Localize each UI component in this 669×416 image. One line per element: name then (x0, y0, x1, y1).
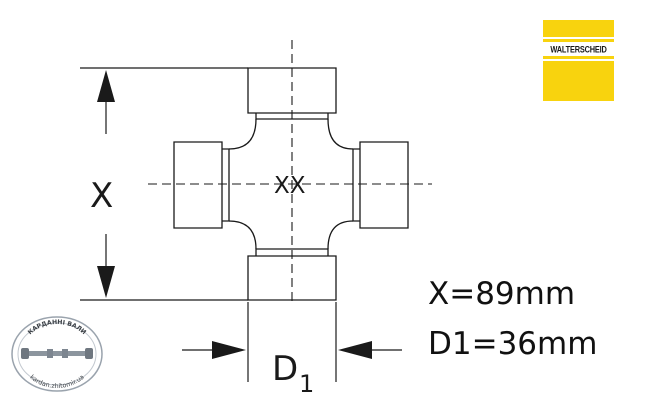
left-cup-collar (222, 148, 230, 222)
right-bearing-cup (359, 141, 409, 229)
d1-dimension-subscript: 1 (299, 370, 314, 398)
logo-rule-top (543, 37, 614, 39)
x-dimension-label: X (90, 176, 113, 216)
spec-d1-value: D1=36mm (428, 326, 598, 362)
cross-fillet-bottom-right (327, 220, 354, 250)
top-bearing-cup (247, 67, 337, 114)
d1-dimension-label: D (272, 349, 298, 389)
bottom-bearing-cup (247, 255, 337, 301)
cross-fillet-bottom-left (228, 220, 257, 250)
walterscheid-logo: WALTERSCHEID (543, 20, 614, 101)
d1-arrow-right (338, 341, 372, 359)
x-arrow-top (97, 70, 115, 102)
drive-shaft-icon (21, 348, 93, 359)
logo-band: WALTERSCHEID (543, 42, 614, 56)
d1-arrow-left (212, 341, 246, 359)
logo-text: WALTERSCHEID (550, 43, 607, 55)
logo-rule-bottom (543, 59, 614, 61)
x-arrow-bottom (97, 266, 115, 298)
center-mark: XX (274, 173, 306, 199)
left-bearing-cup (173, 141, 223, 229)
spec-x-value: X=89mm (428, 276, 576, 312)
kardan-stamp: КАРДАННІ ВАЛИ kardan.zhitomir.ua (11, 316, 103, 392)
cross-fillet-top-left (228, 118, 257, 150)
right-cup-collar (352, 148, 360, 222)
stamp-inner-ring (17, 322, 97, 386)
cross-fillet-top-right (327, 118, 354, 150)
bottom-cup-collar (255, 248, 329, 256)
